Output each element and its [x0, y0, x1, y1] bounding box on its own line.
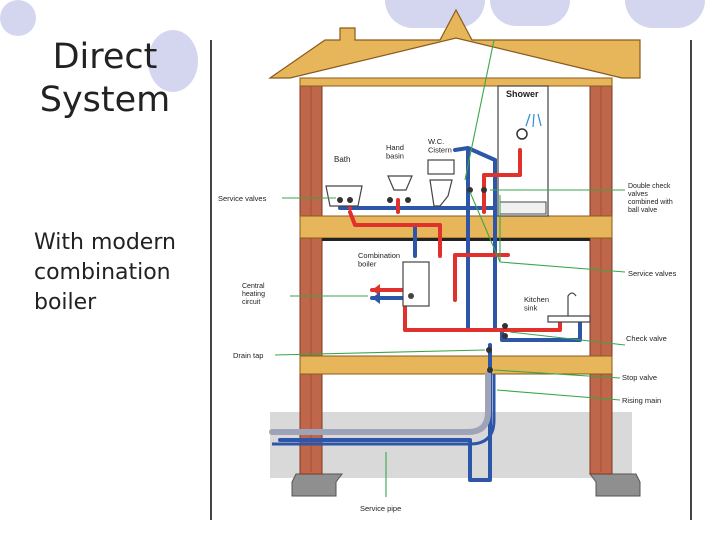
hand-basin-icon [387, 175, 413, 191]
foundation-right [589, 473, 641, 497]
hot-pipes [348, 148, 562, 332]
label-kitchen-sink-line: Kitchen [524, 295, 549, 304]
label-wc-cistern: W.C.Cistern [428, 137, 452, 155]
decorative-circle [148, 30, 198, 92]
label-bath: Bath [334, 155, 350, 164]
upper-floor [299, 215, 613, 239]
service-pipe [272, 374, 496, 446]
boiler-dial-icon [408, 293, 414, 299]
wc-cistern-icon [427, 159, 455, 175]
title-line: System [39, 80, 171, 120]
decorative-circle [625, 0, 705, 28]
label-service-pipe: Service pipe [360, 504, 401, 513]
label-central-heating-line: Central [242, 283, 265, 290]
rising-main-pipe [269, 371, 491, 435]
body-line: combination [34, 260, 171, 285]
label-drain-tap: Drain tap [233, 351, 263, 360]
shower-head-icon [525, 113, 542, 128]
decorative-circle [0, 0, 36, 36]
wc-pan-icon [429, 179, 453, 207]
label-wc-cistern-line: Cistern [428, 146, 452, 155]
ground-floor [299, 355, 613, 375]
decorative-circle [490, 0, 570, 26]
body-line: With modern [34, 230, 176, 255]
label-service-valves-left: Service valves [218, 194, 267, 203]
label-wc-cistern-line: W.C. [428, 137, 444, 146]
leader-lines [274, 39, 626, 497]
foundation-left [291, 473, 343, 497]
label-rising-main: Rising main [622, 396, 661, 405]
shower-mixer-icon [516, 128, 528, 140]
bath-icon [325, 185, 363, 207]
label-double-check-line: combined with [628, 199, 673, 206]
title-line: Direct [52, 37, 158, 77]
heating-flow-arrow-icon [372, 284, 380, 296]
label-service-valves-right: Service valves [628, 269, 677, 278]
slide-body: With modern combination boiler [34, 228, 176, 318]
label-stop-valve: Stop valve [622, 373, 657, 382]
divider-line [210, 40, 212, 520]
combination-boiler [402, 261, 430, 307]
label-double-check-line: ball valve [628, 207, 657, 214]
label-shower: Shower [506, 89, 539, 99]
roof [268, 8, 641, 79]
decorative-circle [385, 0, 485, 28]
shower-enclosure [497, 85, 549, 217]
label-double-check-line: valves [628, 191, 648, 198]
label-combination-boiler-line: boiler [358, 260, 377, 269]
label-kitchen-sink-line: sink [524, 304, 538, 313]
label-check-valve: Check valve [626, 334, 667, 343]
divider-line [690, 40, 692, 520]
slide-title: Direct System [30, 36, 180, 122]
valve-markers [337, 187, 508, 373]
label-central-heating-line: circuit [242, 299, 260, 306]
label-central-heating-line: heating [242, 291, 265, 298]
kitchen-sink-icon [547, 315, 591, 323]
kitchen-tap-icon [567, 292, 577, 316]
body-line: boiler [34, 290, 97, 315]
label-hand-basin-line: basin [386, 152, 404, 161]
label-combination-boiler-line: Combination [358, 251, 400, 260]
label-double-check-line: Double check [628, 183, 671, 190]
roof-beam [299, 77, 613, 87]
heating-return-arrow-icon [372, 292, 380, 304]
shower-tray [499, 201, 547, 215]
upper-floor-joist [322, 238, 590, 241]
label-hand-basin-line: Hand [386, 143, 404, 152]
